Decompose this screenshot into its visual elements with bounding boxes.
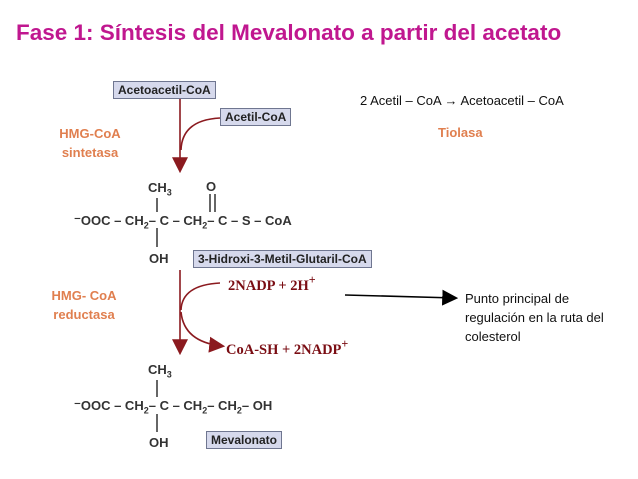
mol1-oxygen: O — [206, 179, 217, 194]
curve-acetil-in — [180, 117, 221, 151]
mol1-chain: ⁻OOC – CH2– C – CH2– C – S – CoA — [74, 213, 292, 231]
regulation-note: Punto principal de regulación en la ruta… — [465, 291, 604, 344]
box-acetoacetil-coa: Acetoacetil-CoA — [113, 81, 216, 99]
page-title: Fase 1: Síntesis del Mevalonato a partir… — [16, 20, 562, 45]
mol2-ch3-group: CH3 — [148, 362, 172, 380]
mol2-chain: ⁻OOC – CH2– C – CH2– CH2– OH — [74, 398, 273, 416]
curve-nadp-in — [180, 282, 221, 311]
box-acetil-coa: Acetil-CoA — [220, 108, 292, 126]
box-mevalonato: Mevalonato — [206, 431, 283, 449]
cofactor-out: CoA-SH + 2NADP+ — [226, 337, 349, 358]
cofactor-in: 2NADP + 2H+ — [228, 273, 316, 294]
arrow-regulacion — [344, 289, 459, 306]
curve-coa-out — [180, 311, 226, 353]
enzyme-hmg-coa-reductasa: HMG- CoA reductasa — [51, 288, 117, 322]
mol1-oh-group: OH — [149, 251, 169, 266]
reaction-equation: 2 Acetil – CoA → Acetoacetil – CoA — [360, 93, 564, 108]
mol2-oh-group: OH — [149, 435, 169, 450]
enzyme-tiolasa: Tiolasa — [438, 125, 483, 140]
enzyme-hmg-coa-sintetasa: HMG-CoA sintetasa — [59, 126, 121, 160]
box-hmg-coa: 3-Hidroxi-3-Metil-Glutaril-CoA — [193, 250, 372, 268]
mol1-ch3-group: CH3 — [148, 180, 172, 198]
